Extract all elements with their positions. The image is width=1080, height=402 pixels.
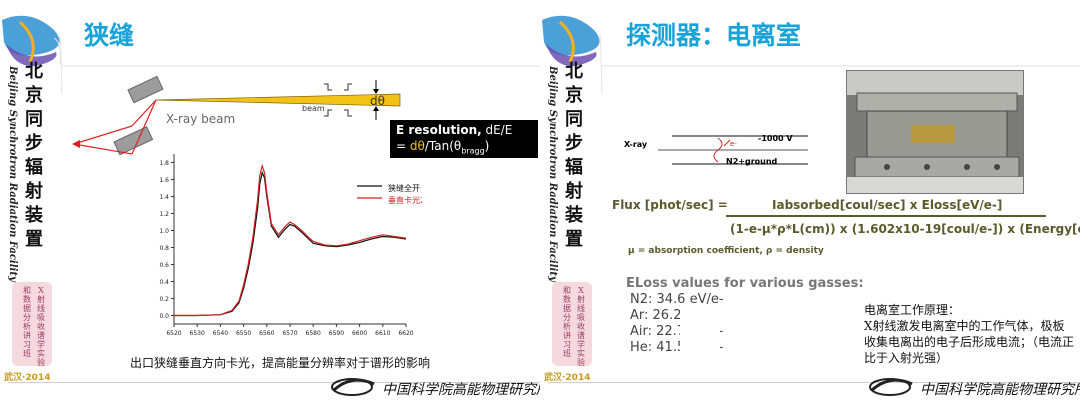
flux-label: Flux [phot/sec] = (612, 198, 728, 212)
y-tick-label: 1.2 (159, 211, 169, 218)
x-tick-label: 6600 (352, 330, 367, 337)
slit-diagram (72, 75, 401, 156)
principle-text: X射线激发电离室中的工作气体，极板收集电离出的电子后形成电流；（电流正比于入射光… (864, 319, 1075, 365)
y-tick-label: 0.2 (159, 296, 169, 303)
xray-beam-label: X-ray beam (166, 112, 236, 126)
slide-detector: 北京同步辐射装置 Beijing Synchrotron Radiation F… (540, 0, 1080, 402)
ion-chamber-photo-image (847, 71, 1023, 193)
fraction-bar (726, 215, 1046, 217)
footer-divider (548, 382, 1080, 383)
footer-text: 中国科学院高能物理研究所 (920, 382, 1080, 398)
sidebar: 北京同步辐射装置 Beijing Synchrotron Radiation F… (0, 0, 540, 402)
ground-label: N2+ground (726, 157, 778, 166)
x-tick-label: 6610 (375, 330, 390, 337)
ihep-logo-icon (869, 378, 913, 396)
x-tick-label: 6580 (306, 330, 321, 337)
y-tick-label: 0.8 (159, 245, 169, 252)
x-tick-label: 6520 (166, 330, 181, 337)
chart-axes: 0.0 0.2 0.4 0.6 0.8 1.0 1.2 1.4 1.6 1.8 6520 6530 65… (159, 154, 414, 337)
location-year: 武汉·2014 (544, 373, 591, 383)
footer-divider (8, 382, 540, 383)
beam-label: beam (302, 104, 325, 113)
energy-resolution-box: E resolution, dE/E = dθ/Tan(θbragg) (390, 120, 538, 158)
workshop-badge: X射线吸收谱学实验 和数据分析讲习班 (552, 282, 592, 366)
xray-label: X-ray (624, 140, 648, 149)
location-year: 武汉·2014 (4, 373, 51, 383)
series-line-1 (174, 163, 407, 317)
y-tick-label: 0.4 (159, 279, 169, 286)
voltage-label: -1000 V (758, 134, 793, 143)
sidebar: 北京同步辐射装置 Beijing Synchrotron Radiation F… (540, 0, 1080, 402)
principle-block: 电离室工作原理： X射线激发电离室中的工作气体，极板收集电离出的电子后形成电流；… (864, 302, 1074, 366)
eloss-n2: N2: 34.6 eV/e- (630, 292, 724, 307)
mu-note: μ = absorption coefficient, ρ = density (628, 246, 824, 256)
footer-text: 中国科学院高能物理研究所 (382, 382, 540, 398)
y-tick-label: 1.4 (159, 194, 169, 201)
ihep-logo-icon (331, 378, 375, 396)
institution-en: Beijing Synchrotron Radiation Facility (547, 66, 558, 282)
principle-title: 电离室工作原理： (864, 303, 961, 317)
electron-label: e- (730, 140, 737, 148)
cas-ihep-footer: 中国科学院高能物理研究所 (330, 376, 540, 398)
x-tick-label: 6540 (213, 330, 228, 337)
slide-caption: 出口狭缝垂直方向卡光，提高能量分辨率对于谱形的影响 (130, 356, 431, 370)
workshop-badge: X射线吸收谱学实验 和数据分析讲习班 (12, 282, 52, 366)
ion-chamber-schematic (658, 135, 808, 165)
bsrf-swoosh-logo (542, 15, 1080, 94)
ion-chamber-photo (846, 70, 1024, 194)
institution-cn: 北京同步辐射装置 (565, 61, 583, 250)
y-tick-label: 1.0 (159, 228, 169, 235)
bsrf-swoosh-logo (2, 15, 540, 94)
legend-label-1: 垂直卡光20% (388, 195, 422, 205)
slide-slit: 北京同步辐射装置 Beijing Synchrotron Radiation F… (0, 0, 540, 402)
slide-title: 探测器：电离室 (626, 21, 802, 50)
institution-cn: 北京同步辐射装置 (25, 61, 43, 250)
y-tick-label: 1.8 (159, 160, 169, 167)
chart-legend: 狭缝全开垂直卡光20% (357, 183, 422, 205)
flux-numerator: Iabsorbed[coul/sec] x Eloss[eV/e-] (772, 198, 1003, 212)
y-tick-label: 0.6 (159, 262, 169, 269)
x-tick-label: 6530 (190, 330, 205, 337)
chart-series (174, 163, 407, 317)
x-tick-label: 6590 (329, 330, 344, 337)
institution-en: Beijing Synchrotron Radiation Facility (7, 66, 18, 282)
photo-edge-mask (680, 308, 720, 356)
cas-ihep-footer: 中国科学院高能物理研究所 (868, 376, 1080, 398)
dtheta-label: dθ (370, 94, 385, 108)
x-tick-label: 6620 (398, 330, 413, 337)
x-tick-label: 6560 (259, 330, 274, 337)
legend-label-0: 狭缝全开 (388, 183, 420, 193)
x-tick-label: 6570 (282, 330, 297, 337)
y-tick-label: 1.6 (159, 177, 169, 184)
slide-title: 狭缝 (84, 21, 135, 50)
xanes-chart: 0.0 0.2 0.4 0.6 0.8 1.0 1.2 1.4 1.6 1.8 6520 6530 65… (159, 154, 422, 337)
eloss-title: ELoss values for various gasses: (626, 276, 864, 291)
flux-denominator: (1-e-μ*ρ*L(cm)) x (1.602x10-19[coul/e-])… (730, 222, 1080, 236)
series-line-0 (174, 170, 407, 317)
x-tick-label: 6550 (236, 330, 251, 337)
y-tick-label: 0.0 (159, 313, 169, 320)
